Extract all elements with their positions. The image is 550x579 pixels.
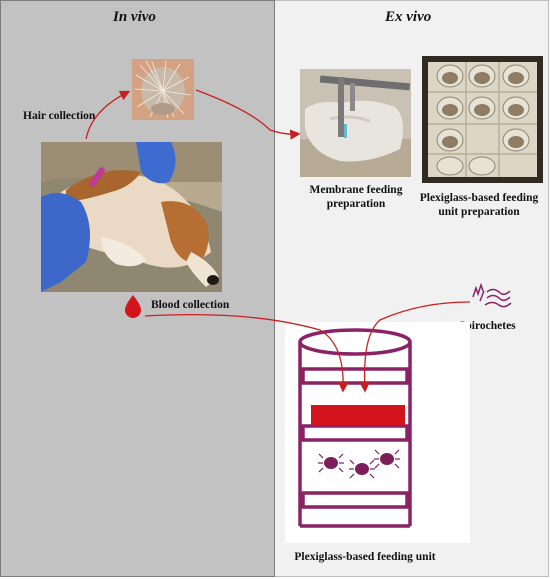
ex-vivo-panel: Ex vivo	[275, 0, 549, 577]
blood-collection-label: Blood collection	[151, 299, 230, 311]
plexiglass-units-photo	[422, 56, 543, 183]
ex-vivo-title: Ex vivo	[385, 9, 432, 25]
plexiglass-prep-line2: unit preparation	[438, 206, 520, 218]
plexiglass-prep-label: Plexiglass-based feeding unit preparatio…	[407, 191, 550, 219]
feeding-unit-label: Plexiglass-based feeding unit	[294, 551, 436, 563]
feeding-unit-card	[285, 322, 470, 543]
membrane-label-line1: Membrane feeding	[309, 184, 403, 196]
spirochetes-label: Spirochetes	[459, 320, 516, 332]
membrane-label-line2: preparation	[326, 198, 386, 210]
hair-sample-photo	[132, 59, 194, 120]
in-vivo-title: In vivo	[113, 9, 156, 25]
hair-collection-label: Hair collection	[23, 110, 96, 122]
membrane-feeding-photo	[300, 69, 411, 177]
dog-photo	[41, 142, 222, 292]
membrane-feeding-label: Membrane feeding preparation	[295, 183, 417, 211]
plexiglass-prep-line1: Plexiglass-based feeding	[419, 192, 539, 204]
in-vivo-panel: In vivo Hair collection	[0, 0, 275, 577]
